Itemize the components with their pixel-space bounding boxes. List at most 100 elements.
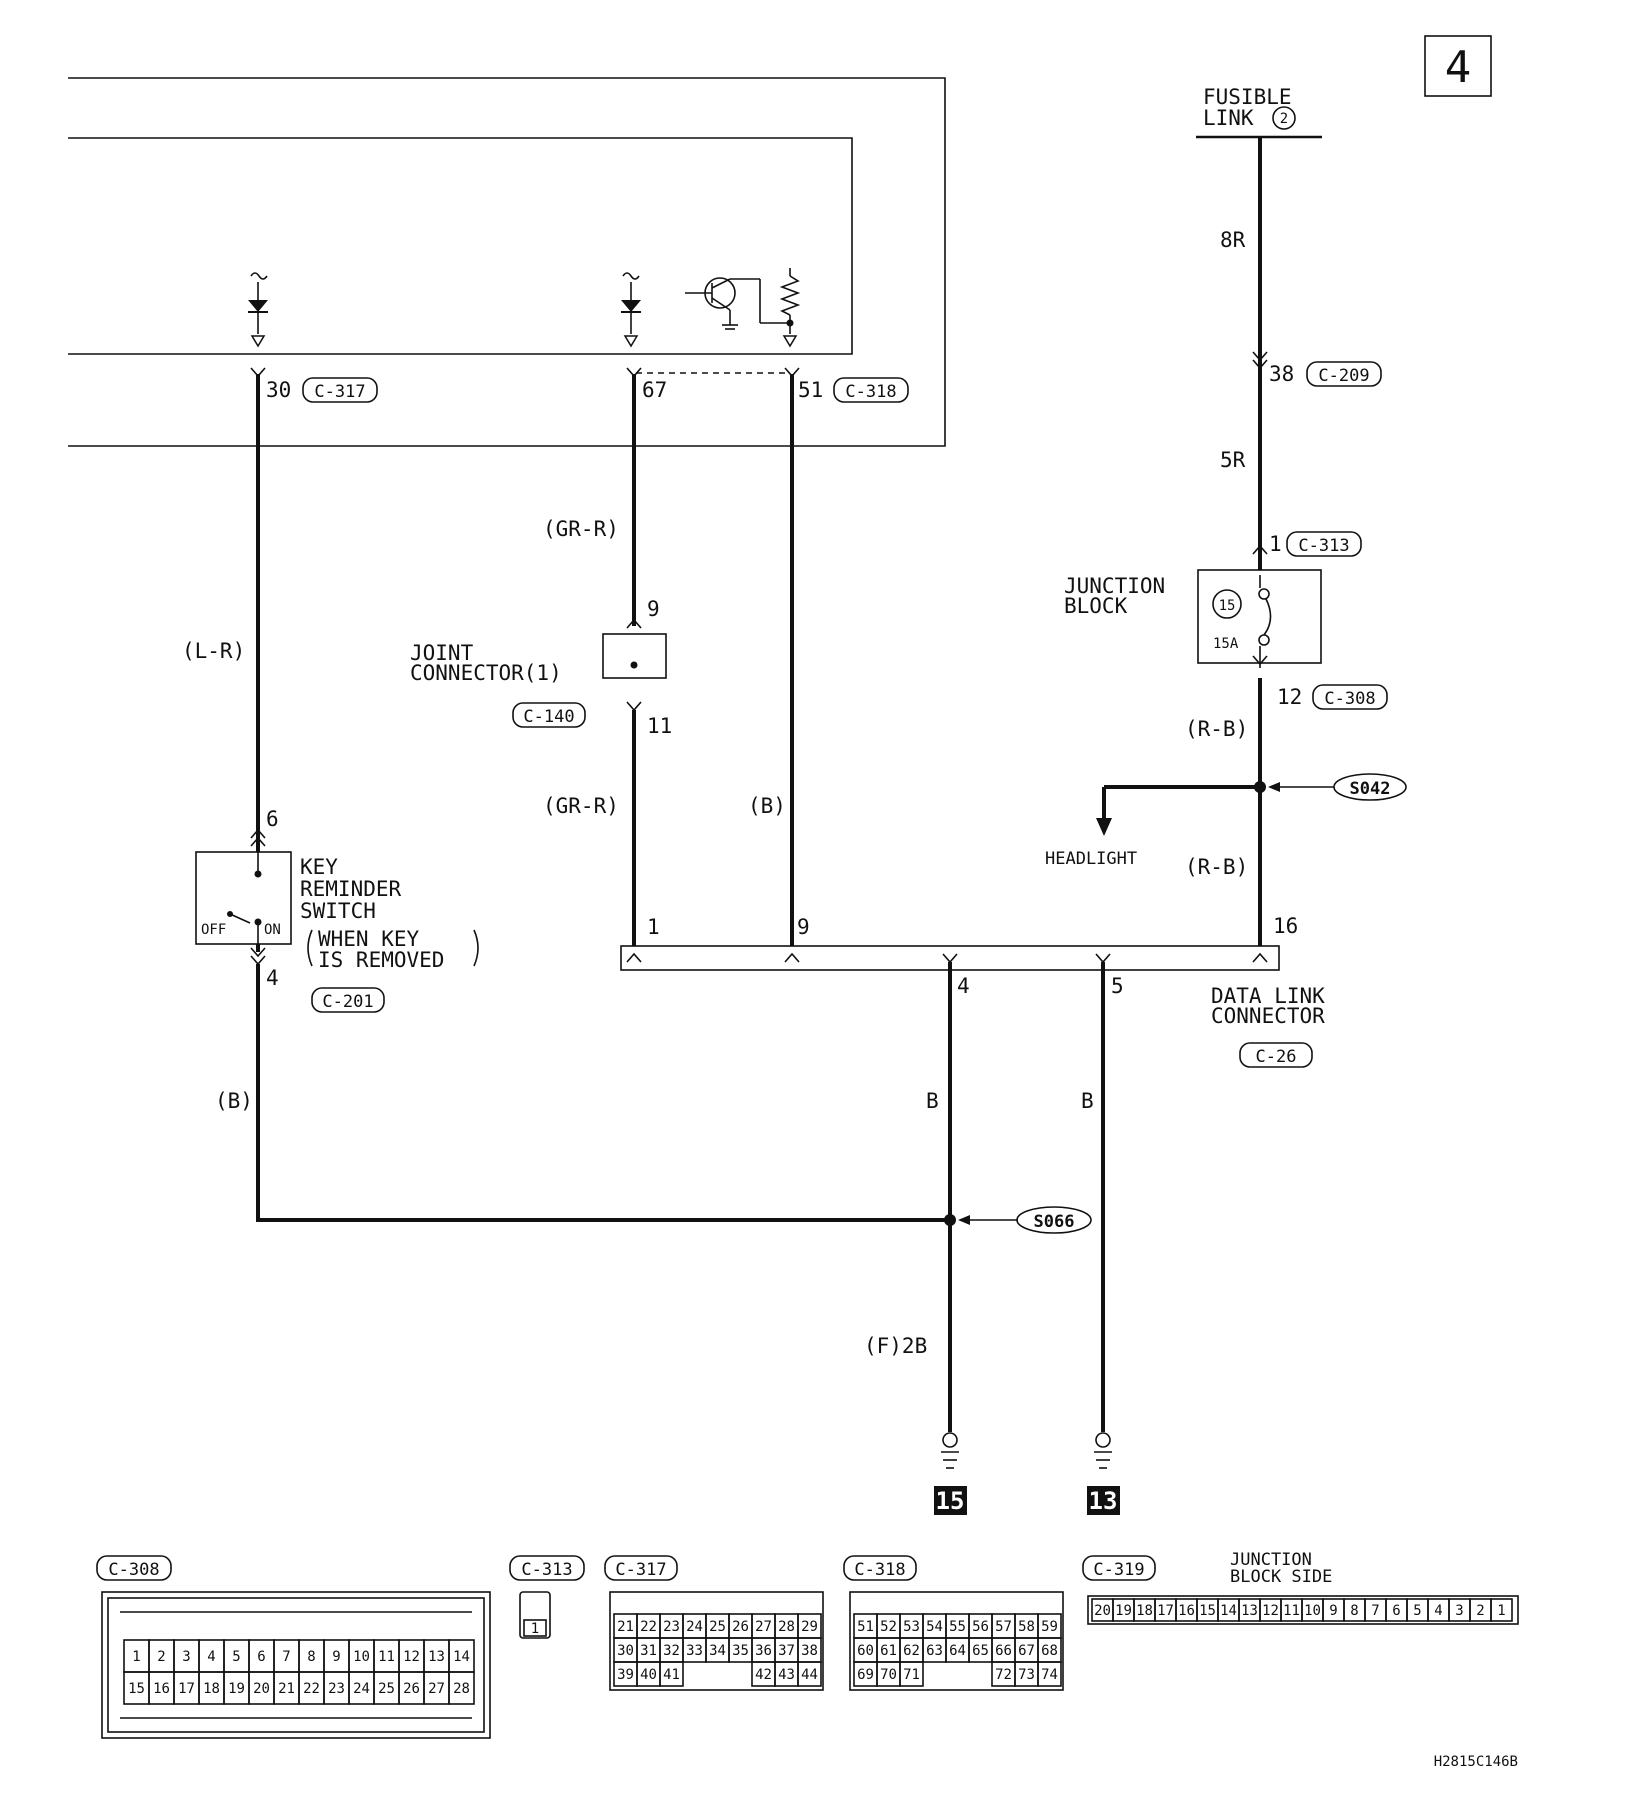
c318-pin-label: 57 xyxy=(995,1619,1012,1635)
pin-11-label: 11 xyxy=(647,714,672,738)
c318-pin-label: 66 xyxy=(995,1643,1012,1659)
c318-pin-label: 55 xyxy=(949,1619,966,1635)
c319-pin-label: 12 xyxy=(1262,1603,1279,1619)
wire-8r-label: 8R xyxy=(1220,228,1246,252)
ground-13: 13 xyxy=(1087,1432,1120,1515)
face-c308-title: C-308 xyxy=(108,1560,159,1580)
connector-c26-label: C-26 xyxy=(1256,1047,1297,1067)
ground-15: 15 xyxy=(934,1432,967,1515)
fusible-link-number: 2 xyxy=(1280,111,1288,127)
wire-grr-bottom-label: (GR-R) xyxy=(543,794,619,818)
c308-pin-label: 3 xyxy=(182,1649,190,1665)
c319-pin-label: 4 xyxy=(1434,1603,1442,1619)
ecu-terminal-51: 51 C-318 xyxy=(784,367,909,946)
c317-pin-label: 33 xyxy=(686,1643,703,1659)
connector-c201-label: C-201 xyxy=(322,992,373,1012)
c317-pin-cell xyxy=(659,1661,684,1687)
c317-pin-label: 26 xyxy=(732,1619,749,1635)
c308-pin-label: 18 xyxy=(203,1681,220,1697)
c319-pin-label: 1 xyxy=(1497,1603,1505,1619)
wire-rb-top-label: (R-B) xyxy=(1185,717,1248,741)
c318-pin-label: 72 xyxy=(995,1667,1012,1683)
connector-c313-label: C-313 xyxy=(1298,536,1349,556)
c318-pin-label: 58 xyxy=(1018,1619,1035,1635)
c317-pin-cell xyxy=(797,1661,822,1687)
c317-pin-label: 30 xyxy=(617,1643,634,1659)
joint-connector: 9 JOINT CONNECTOR(1) C-140 11 xyxy=(410,597,672,738)
fuse-rating: 15A xyxy=(1213,636,1239,652)
c317-pin-label: 44 xyxy=(801,1667,818,1683)
joint-connector-label-2: CONNECTOR(1) xyxy=(410,661,562,685)
c319-side-label-1: JUNCTION xyxy=(1230,1550,1312,1570)
c308-pin-label: 11 xyxy=(378,1649,395,1665)
c317-pin-label: 25 xyxy=(709,1619,726,1635)
joint-connector-label-1: JOINT xyxy=(410,641,474,665)
fusible-link: FUSIBLE LINK 2 xyxy=(1196,85,1322,139)
c308-pin-label: 7 xyxy=(282,1649,290,1665)
c318-pin-label: 59 xyxy=(1041,1619,1058,1635)
c308-pin-label: 8 xyxy=(307,1649,315,1665)
pin-4-dlc-label: 4 xyxy=(957,974,970,998)
c319-pin-label: 13 xyxy=(1241,1603,1258,1619)
pin-1-c313-label: 1 xyxy=(1269,532,1282,556)
fusible-link-label-1: FUSIBLE xyxy=(1203,85,1292,109)
c319-pin-label: 17 xyxy=(1157,1603,1174,1619)
connector-c308-pin: 12 C-308 xyxy=(1277,684,1388,710)
c318-pin-label: 52 xyxy=(880,1619,897,1635)
c318-pin-label: 62 xyxy=(903,1643,920,1659)
c318-pin-label: 61 xyxy=(880,1643,897,1659)
c308-pin-label: 6 xyxy=(257,1649,265,1665)
wire-b-4-label: B xyxy=(926,1089,939,1113)
c319-pin-label: 7 xyxy=(1371,1603,1379,1619)
connector-c317-label: C-317 xyxy=(314,382,365,402)
key-switch-label-3: SWITCH xyxy=(300,899,376,923)
pin-9-dlc-label: 9 xyxy=(797,915,810,939)
c308-pin-label: 23 xyxy=(328,1681,345,1697)
dlc-label-1: DATA LINK xyxy=(1211,984,1325,1008)
c319-pin-label: 18 xyxy=(1136,1603,1153,1619)
splice-s042: S042 HEADLIGHT xyxy=(1045,773,1407,869)
pin-5-dlc-label: 5 xyxy=(1111,974,1124,998)
c318-pin-label: 73 xyxy=(1018,1667,1035,1683)
c308-pin-cell xyxy=(448,1671,475,1705)
c319-pin-label: 19 xyxy=(1115,1603,1132,1619)
pin-1-dlc-label: 1 xyxy=(647,915,660,939)
splice-s066-label: S066 xyxy=(1034,1212,1075,1232)
c317-pin-label: 34 xyxy=(709,1643,726,1659)
c319-pin-label: 3 xyxy=(1455,1603,1463,1619)
c317-pin-label: 39 xyxy=(617,1667,634,1683)
c318-pin-label: 64 xyxy=(949,1643,966,1659)
c319-pin-label: 6 xyxy=(1392,1603,1400,1619)
face-c313-title: C-313 xyxy=(521,1560,572,1580)
c319-pin-label: 5 xyxy=(1413,1603,1421,1619)
page-number-box: 4 xyxy=(1424,35,1492,97)
c319-pin-label: 14 xyxy=(1220,1603,1237,1619)
c318-pin-label: 60 xyxy=(857,1643,874,1659)
c319-pin-label: 15 xyxy=(1199,1603,1216,1619)
data-link-connector: 1 9 16 4 5 DATA LINK CONNECTOR C-26 xyxy=(620,914,1325,1068)
fuse-number: 15 xyxy=(1219,598,1236,614)
c318-pin-cell xyxy=(1037,1661,1062,1687)
c317-pin-label: 27 xyxy=(755,1619,772,1635)
face-c319-title: C-319 xyxy=(1093,1560,1144,1580)
headlight-label: HEADLIGHT xyxy=(1045,849,1137,869)
c317-pin-label: 41 xyxy=(663,1667,680,1683)
c319-pin-label: 11 xyxy=(1283,1603,1300,1619)
ecu-terminal-67: 67 xyxy=(626,367,667,626)
c308-pin-label: 9 xyxy=(332,1649,340,1665)
key-switch-label-4: WHEN KEY xyxy=(318,927,420,951)
pin-16-label: 16 xyxy=(1273,914,1298,938)
face-c313: 1 xyxy=(519,1591,551,1639)
c317-pin-label: 23 xyxy=(663,1619,680,1635)
face-c317-title: C-317 xyxy=(615,1560,666,1580)
c308-pin-label: 21 xyxy=(278,1681,295,1697)
splice-s042-label: S042 xyxy=(1350,779,1391,799)
c319-pin-label: 2 xyxy=(1476,1603,1484,1619)
